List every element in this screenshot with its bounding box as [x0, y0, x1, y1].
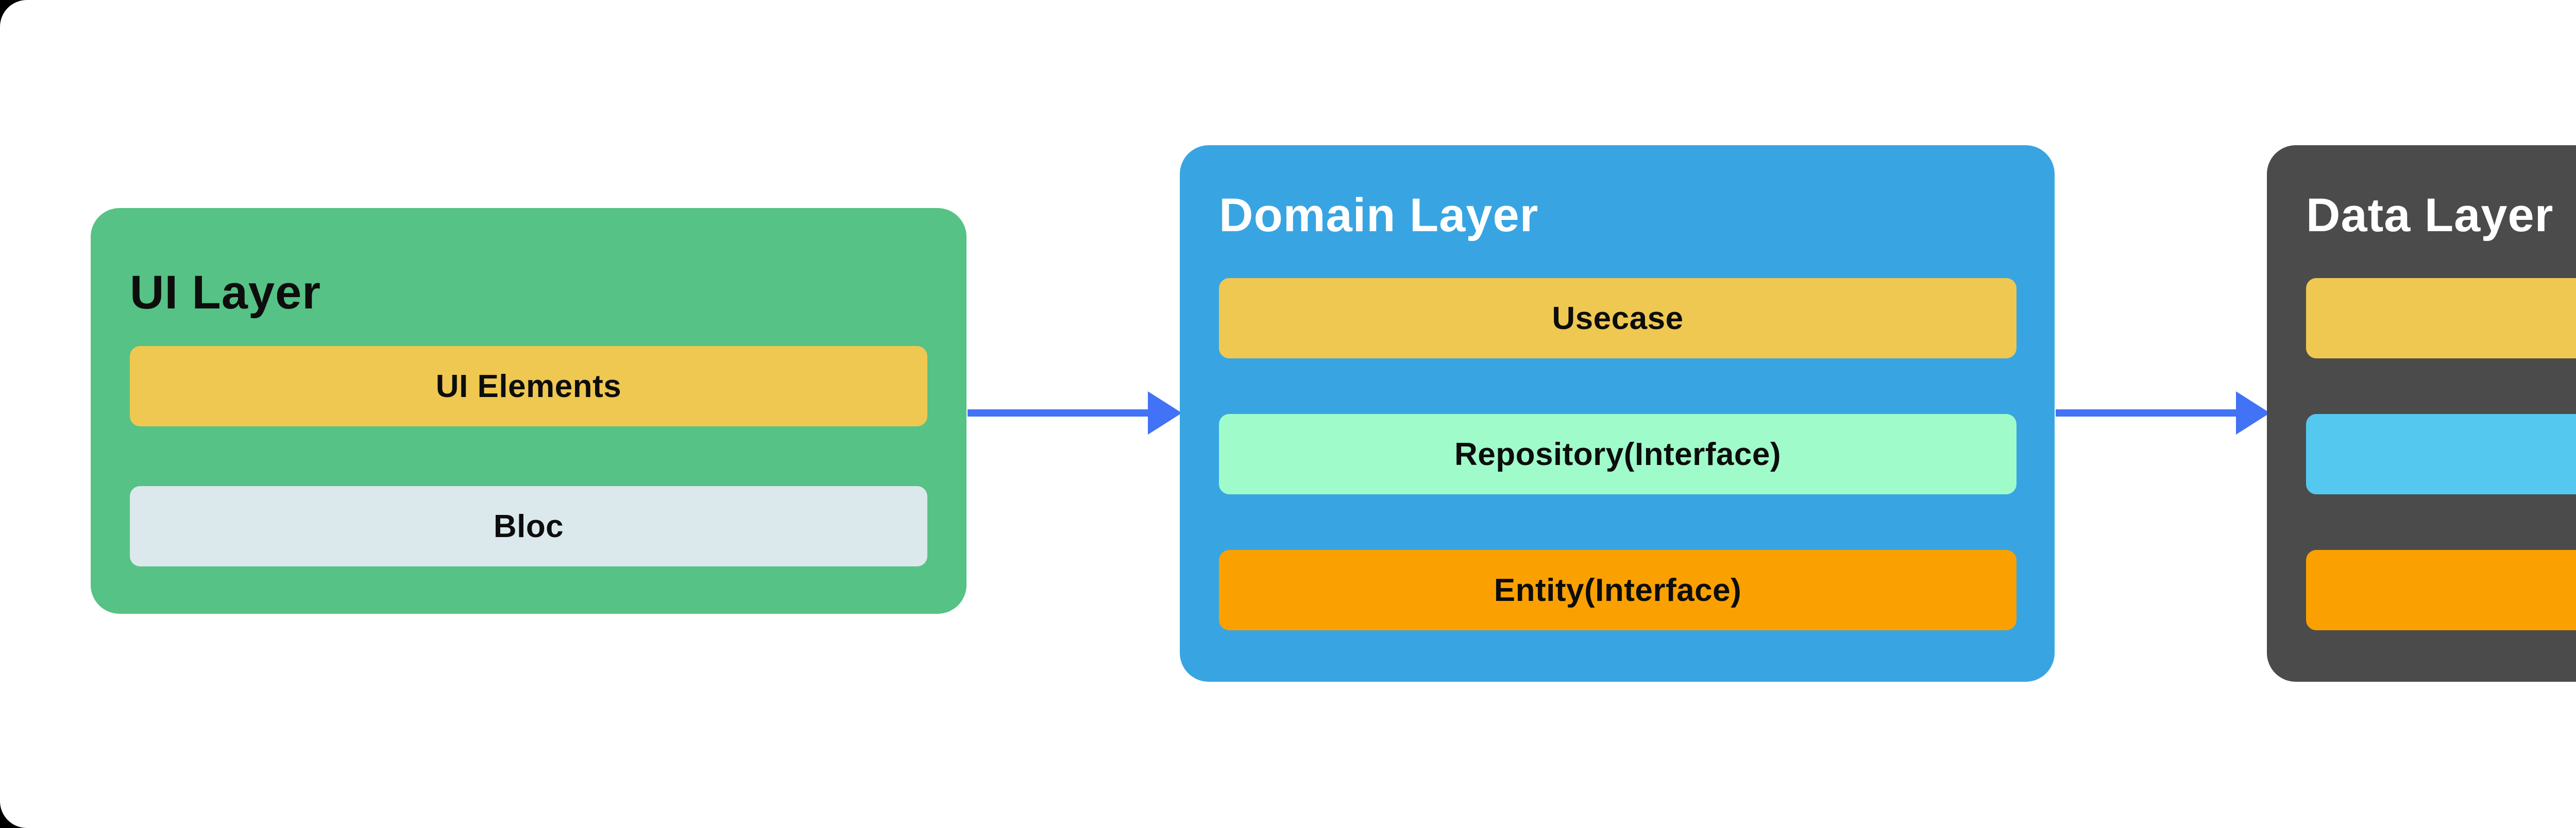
layer-box-data: Data Layer RepositoryImpl DataSource Dto… — [2267, 145, 2576, 682]
arrow-head-icon — [2236, 391, 2270, 435]
layer-title-ui: UI Layer — [130, 266, 321, 319]
layer-item-datasource: DataSource — [2306, 414, 2576, 494]
layer-item-dto-implement: Dto(Implement) — [2306, 550, 2576, 630]
layer-title-data: Data Layer — [2306, 189, 2554, 242]
layer-item-bloc: Bloc — [130, 486, 927, 566]
layer-item-ui-elements: UI Elements — [130, 346, 927, 426]
layer-item-entity-interface: Entity(Interface) — [1219, 550, 2016, 630]
layer-title-domain: Domain Layer — [1219, 189, 1539, 242]
arrow-shaft — [968, 409, 1151, 417]
layer-item-usecase: Usecase — [1219, 278, 2016, 358]
layer-item-repositoryimpl: RepositoryImpl — [2306, 278, 2576, 358]
layer-box-ui: UI Layer UI Elements Bloc — [91, 208, 967, 614]
arrow-head-icon — [1148, 391, 1182, 435]
layer-item-repository-interface: Repository(Interface) — [1219, 414, 2016, 494]
layer-box-domain: Domain Layer Usecase Repository(Interfac… — [1180, 145, 2055, 682]
arrow-shaft — [2056, 409, 2239, 417]
